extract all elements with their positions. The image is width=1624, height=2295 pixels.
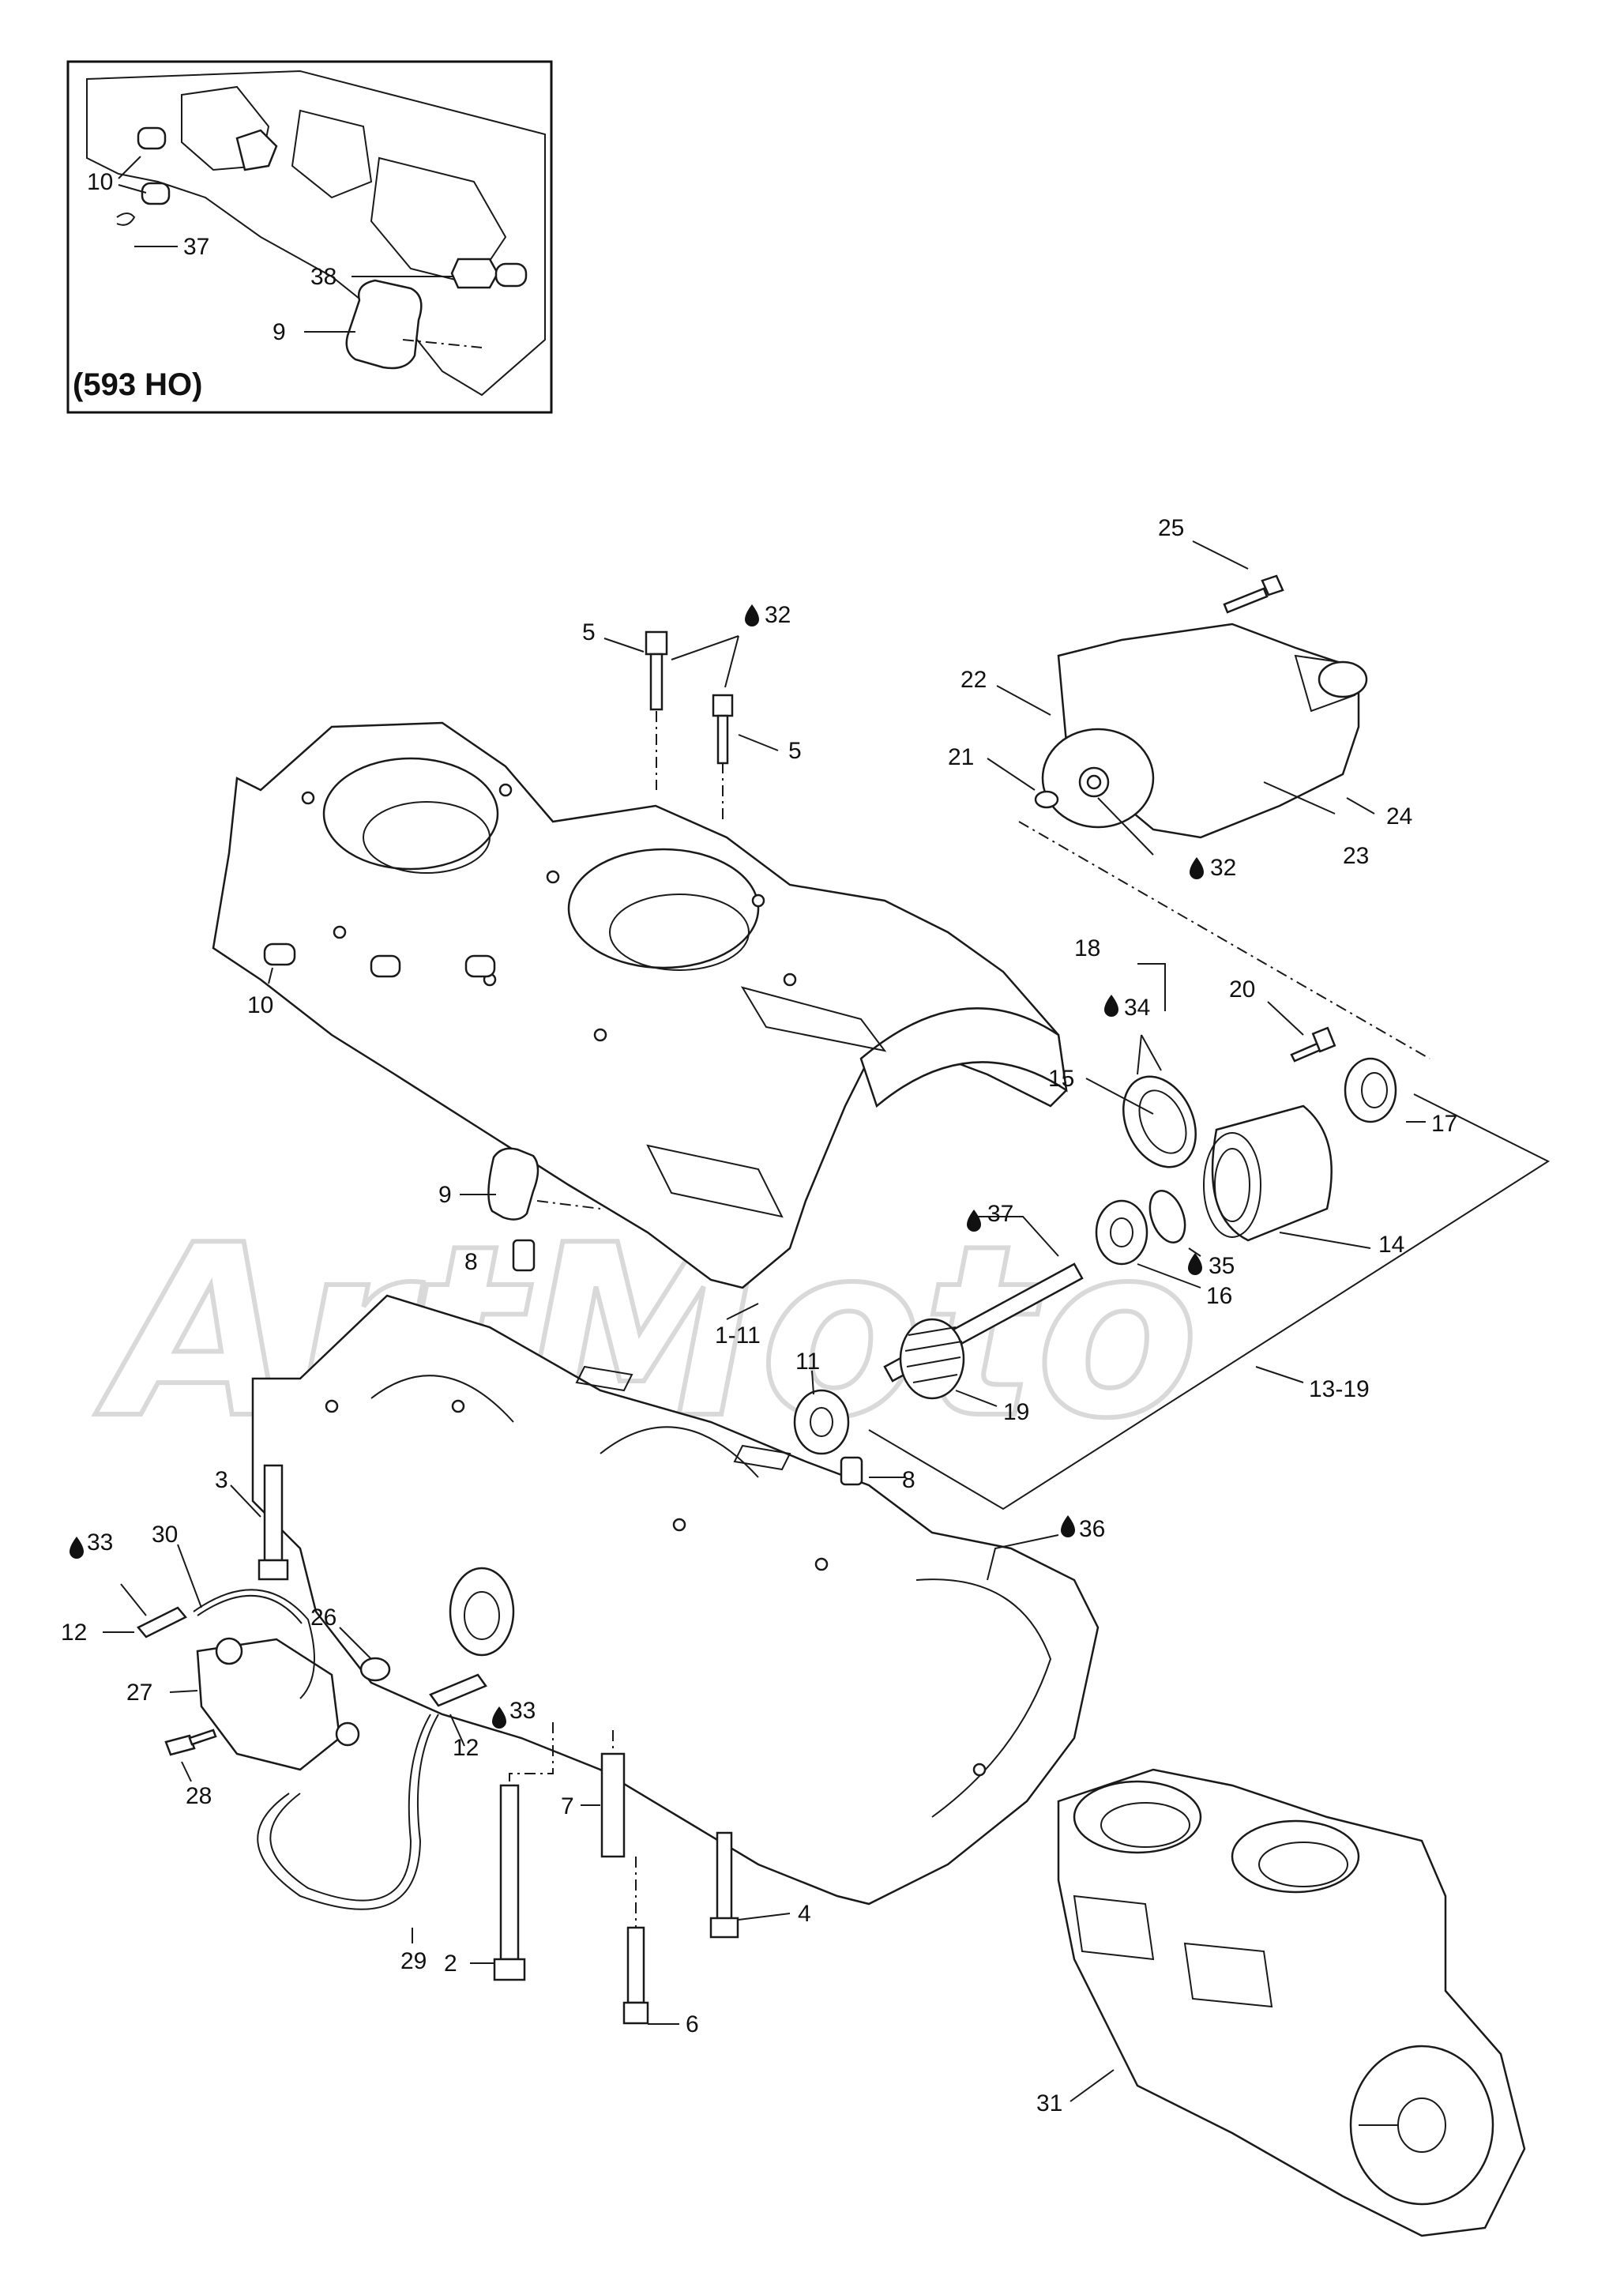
callout-18: 18: [1074, 935, 1100, 961]
inset-title: (593 HO): [73, 367, 203, 402]
oil-drop-icon: [1104, 995, 1118, 1017]
oil-drop-icon: [1061, 1515, 1075, 1537]
callout-12: 12: [453, 1735, 479, 1761]
lower-crankcase: [251, 1294, 1100, 1906]
callout-labels: 25 5 32 5 22 21 24 23 32 10 18 34 20 9 1…: [61, 515, 1457, 2116]
callout-23: 23: [1343, 843, 1369, 869]
callout-8: 8: [464, 1249, 478, 1275]
callout-35: 35: [1209, 1253, 1235, 1279]
callout-34: 34: [1124, 995, 1150, 1021]
callout-32: 32: [765, 602, 791, 628]
oil-drop-icon: [1188, 1253, 1202, 1275]
callout-27: 27: [126, 1680, 152, 1706]
callout-16: 16: [1206, 1283, 1232, 1309]
callout-10: 10: [247, 992, 273, 1018]
callout-9: 9: [438, 1182, 452, 1208]
engine-assembly: [1057, 1768, 1526, 2237]
fasteners: [137, 630, 863, 2025]
callout-22: 22: [960, 667, 987, 693]
callout-25: 25: [1158, 515, 1184, 541]
callout-3: 3: [215, 1467, 228, 1493]
inset-callout-38: 38: [310, 264, 336, 290]
oil-drop-icons: [70, 604, 1204, 1729]
callout-5: 5: [788, 738, 802, 764]
callout-32: 32: [1210, 855, 1236, 881]
callout-26: 26: [310, 1605, 336, 1631]
callout-31: 31: [1036, 2090, 1062, 2116]
oil-drop-icon: [492, 1706, 506, 1729]
callout-13-19: 13-19: [1309, 1376, 1370, 1402]
callout-21: 21: [948, 744, 974, 770]
callout-29: 29: [400, 1948, 427, 1974]
callout-12: 12: [61, 1620, 87, 1646]
callout-7: 7: [561, 1793, 574, 1819]
callout-28: 28: [186, 1783, 212, 1809]
callout-5: 5: [582, 619, 596, 645]
callout-15: 15: [1048, 1066, 1074, 1092]
oil-drop-icon: [745, 604, 759, 626]
callout-33: 33: [87, 1529, 113, 1556]
callout-14: 14: [1378, 1232, 1404, 1258]
upper-crankcase: [212, 721, 1068, 1289]
leader-lines: [103, 540, 1430, 2102]
callout-2: 2: [444, 1951, 457, 1977]
inset-593-ho: 10 37 38 9 (593 HO): [66, 60, 553, 414]
inset-callout-10: 10: [87, 169, 113, 195]
shaft-seal-group: [793, 1026, 1551, 1511]
callout-6: 6: [686, 2011, 699, 2037]
callout-36: 36: [1079, 1516, 1105, 1542]
oil-drop-icon: [967, 1210, 981, 1232]
oil-drop-icon: [70, 1537, 84, 1559]
callout-17: 17: [1431, 1111, 1457, 1137]
inset-callout-9: 9: [273, 319, 286, 345]
callout-1-11: 1-11: [715, 1322, 761, 1349]
water-pump-assembly: [1034, 574, 1368, 839]
callout-30: 30: [152, 1522, 178, 1548]
callout-19: 19: [1003, 1399, 1029, 1425]
oil-drop-icon: [1190, 857, 1204, 879]
callout-4: 4: [798, 1901, 811, 1927]
callout-8: 8: [902, 1467, 915, 1493]
inset-callout-37: 37: [183, 234, 209, 260]
callout-11: 11: [795, 1349, 820, 1375]
callout-20: 20: [1229, 976, 1255, 1003]
callout-24: 24: [1386, 803, 1412, 830]
callout-37: 37: [987, 1201, 1013, 1227]
callout-33: 33: [509, 1698, 536, 1724]
